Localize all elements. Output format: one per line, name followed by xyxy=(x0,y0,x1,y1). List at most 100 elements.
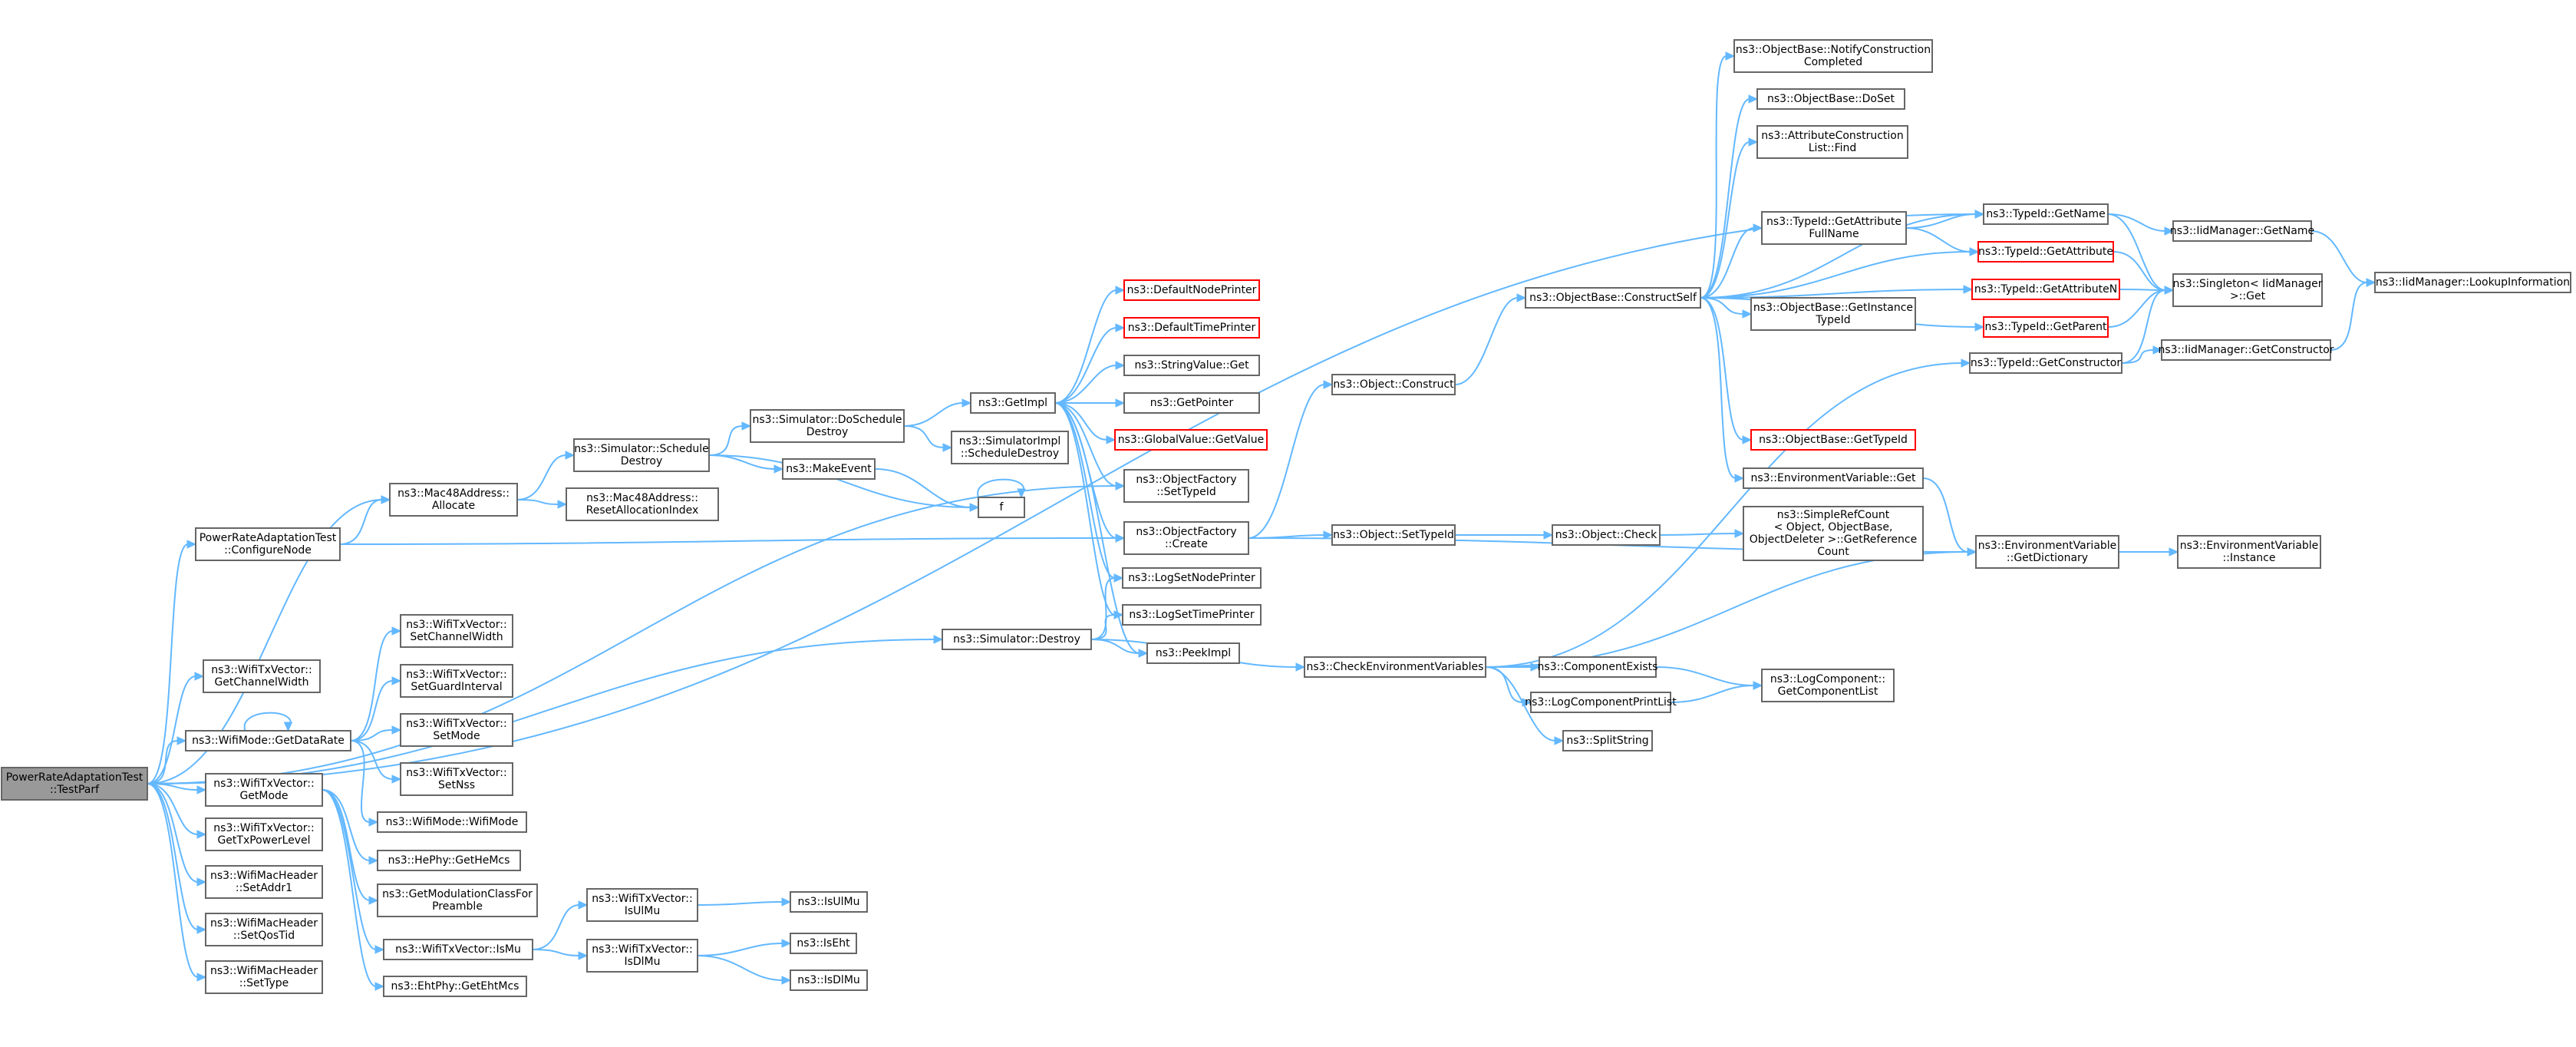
node-ofCreate[interactable]: ns3::ObjectFactory::Create xyxy=(1123,521,1249,555)
node-simpleRefCount[interactable]: ns3::SimpleRefCount< Object, ObjectBase,… xyxy=(1743,506,1924,561)
edge-arrowhead xyxy=(578,900,589,910)
edge-arrowhead xyxy=(565,451,576,460)
edge-line xyxy=(1485,551,1969,668)
node-getdatarate[interactable]: ns3::WifiMode::GetDataRate xyxy=(185,730,351,751)
node-peekImpl[interactable]: ns3::PeekImpl xyxy=(1146,642,1240,664)
edge-arrowhead xyxy=(773,464,784,474)
node-isEht[interactable]: ns3::IsEht xyxy=(790,933,857,954)
node-logCompPrintList[interactable]: ns3::LogComponentPrintList xyxy=(1525,692,1677,713)
edge-constructSelf-to-typeIdGetAttrN xyxy=(1700,285,1974,299)
node-defNodePrinter[interactable]: ns3::DefaultNodePrinter xyxy=(1123,279,1260,301)
node-settype[interactable]: ns3::WifiMacHeader::SetType xyxy=(205,960,323,994)
node-setChannelWidth[interactable]: ns3::WifiTxVector::SetChannelWidth xyxy=(400,614,513,648)
node-label: ::ScheduleDestroy xyxy=(961,448,1059,460)
node-constructSelf[interactable]: ns3::ObjectBase::ConstructSelf xyxy=(1525,287,1701,309)
node-setMode[interactable]: ns3::WifiTxVector::SetMode xyxy=(400,713,513,747)
node-label: ns3::GlobalValue::GetValue xyxy=(1118,434,1264,446)
node-checkEnvVars[interactable]: ns3::CheckEnvironmentVariables xyxy=(1304,656,1486,678)
node-componentExists[interactable]: ns3::ComponentExists xyxy=(1538,656,1658,678)
node-label: SetMode xyxy=(433,730,480,742)
edge-simDestroy-to-logSetNodePrinter xyxy=(1090,573,1124,640)
node-ehtGetEhtMcs[interactable]: ns3::EhtPhy::GetEhtMcs xyxy=(383,976,527,997)
node-simImplSched[interactable]: ns3::SimulatorImpl::ScheduleDestroy xyxy=(951,431,1069,464)
node-iidGetName[interactable]: ns3::IidManager::GetName xyxy=(2170,220,2314,242)
node-box xyxy=(205,773,323,807)
node-globalValueGet[interactable]: ns3::GlobalValue::GetValue xyxy=(1114,429,1268,451)
node-typeIdGetAttrN[interactable]: ns3::TypeId::GetAttributeN xyxy=(1971,279,2120,300)
node-box xyxy=(1123,392,1260,414)
node-typeIdGetAttr[interactable]: ns3::TypeId::GetAttribute xyxy=(1977,241,2114,263)
node-notifyConstr[interactable]: ns3::ObjectBase::NotifyConstructionCompl… xyxy=(1733,39,1933,73)
node-objCheck[interactable]: ns3::Object::Check xyxy=(1552,524,1661,546)
edge-line xyxy=(1700,213,1977,299)
edge-line xyxy=(1905,213,1977,229)
node-label: ns3::TypeId::GetAttribute xyxy=(1978,246,2113,258)
edge-line xyxy=(532,904,580,950)
node-f[interactable]: f xyxy=(978,497,1025,518)
node-configure[interactable]: PowerRateAdaptationTest::ConfigureNode xyxy=(195,527,341,561)
node-makeEvent[interactable]: ns3::MakeEvent xyxy=(782,458,876,480)
node-envVarGet[interactable]: ns3::EnvironmentVariable::Get xyxy=(1743,467,1924,489)
node-schedDestroy[interactable]: ns3::Simulator::ScheduleDestroy xyxy=(573,438,710,472)
edge-arrowhead xyxy=(194,672,205,681)
node-objConstruct[interactable]: ns3::Object::Construct xyxy=(1331,374,1456,395)
node-ofSetTypeId[interactable]: ns3::ObjectFactory::SetTypeId xyxy=(1123,469,1249,503)
node-defTimePrinter[interactable]: ns3::DefaultTimePrinter xyxy=(1123,317,1260,339)
edge-line xyxy=(2113,251,2166,291)
node-envVarGetDict[interactable]: ns3::EnvironmentVariable::GetDictionary xyxy=(1975,535,2119,569)
node-isUlMu[interactable]: ns3::IsUlMu xyxy=(790,891,868,913)
node-doSet[interactable]: ns3::ObjectBase::DoSet xyxy=(1756,88,1905,110)
node-simDestroy[interactable]: ns3::Simulator::Destroy xyxy=(942,629,1092,650)
node-isDlMu[interactable]: ns3::IsDlMu xyxy=(790,969,868,991)
node-label: ::TestParf xyxy=(50,784,100,796)
edge-line xyxy=(1700,98,1750,299)
edge-line xyxy=(350,740,371,823)
node-isDlMuVec[interactable]: ns3::WifiTxVector::IsDlMu xyxy=(586,939,698,973)
node-typeIdGetParent[interactable]: ns3::TypeId::GetParent xyxy=(1983,316,2109,338)
node-objSetTypeId[interactable]: ns3::Object::SetTypeId xyxy=(1331,524,1456,546)
node-splitString[interactable]: ns3::SplitString xyxy=(1562,730,1653,751)
node-box xyxy=(383,976,527,997)
node-allocate[interactable]: ns3::Mac48Address::Allocate xyxy=(389,483,518,517)
node-logCompGetList[interactable]: ns3::LogComponent::GetComponentList xyxy=(1761,669,1895,702)
node-getImpl[interactable]: ns3::GetImpl xyxy=(970,392,1056,414)
edge-arrowhead xyxy=(557,500,568,509)
node-isUlMuVec[interactable]: ns3::WifiTxVector::IsUlMu xyxy=(586,888,698,922)
node-setqostid[interactable]: ns3::WifiMacHeader::SetQosTid xyxy=(205,913,323,946)
edge-envVarGet-to-envVarGetDict xyxy=(1922,477,1977,557)
node-box xyxy=(2172,273,2323,307)
node-envVarInstance[interactable]: ns3::EnvironmentVariable::Instance xyxy=(2177,535,2321,569)
node-label: ns3::IsUlMu xyxy=(797,896,859,908)
node-getchw[interactable]: ns3::WifiTxVector::GetChannelWidth xyxy=(203,659,321,693)
node-root[interactable]: PowerRateAdaptationTest::TestParf xyxy=(1,767,148,801)
node-setaddr1[interactable]: ns3::WifiMacHeader::SetAddr1 xyxy=(205,865,323,899)
node-typeIdGetConstr[interactable]: ns3::TypeId::GetConstructor xyxy=(1969,352,2122,374)
node-stringValueGet[interactable]: ns3::StringValue::Get xyxy=(1123,355,1260,376)
node-setNss[interactable]: ns3::WifiTxVector::SetNss xyxy=(400,762,513,796)
node-isMu[interactable]: ns3::WifiTxVector::IsMu xyxy=(383,939,533,960)
node-setGuardInterval[interactable]: ns3::WifiTxVector::SetGuardInterval xyxy=(400,664,513,698)
node-singletonGet[interactable]: ns3::Singleton< IidManager>::Get xyxy=(2172,273,2323,307)
edge-arrowhead xyxy=(2164,286,2175,295)
node-resetAlloc[interactable]: ns3::Mac48Address::ResetAllocationIndex xyxy=(566,487,719,521)
edge-arrowhead xyxy=(2164,226,2175,236)
node-gettxpower[interactable]: ns3::WifiTxVector::GetTxPowerLevel xyxy=(205,817,323,851)
node-getmode[interactable]: ns3::WifiTxVector::GetMode xyxy=(205,773,323,807)
node-iidLookup[interactable]: ns3::IidManager::LookupInformation xyxy=(2374,272,2571,293)
node-getPointer[interactable]: ns3::GetPointer xyxy=(1123,392,1260,414)
node-logSetNodePrinter[interactable]: ns3::LogSetNodePrinter xyxy=(1122,567,1262,589)
node-iidGetConstr[interactable]: ns3::IidManager::GetConstructor xyxy=(2158,339,2334,361)
node-heGetHeMcs[interactable]: ns3::HePhy::GetHeMcs xyxy=(377,850,521,871)
node-box xyxy=(1983,203,2109,225)
node-logSetTimePrinter[interactable]: ns3::LogSetTimePrinter xyxy=(1122,604,1262,626)
node-box xyxy=(377,884,538,917)
node-wifiModeCtor[interactable]: ns3::WifiMode::WifiMode xyxy=(377,811,527,833)
edge-allocate-to-resetAlloc xyxy=(516,499,568,509)
node-typeIdGetName[interactable]: ns3::TypeId::GetName xyxy=(1983,203,2109,225)
node-obGetTypeId[interactable]: ns3::ObjectBase::GetTypeId xyxy=(1750,429,1916,451)
